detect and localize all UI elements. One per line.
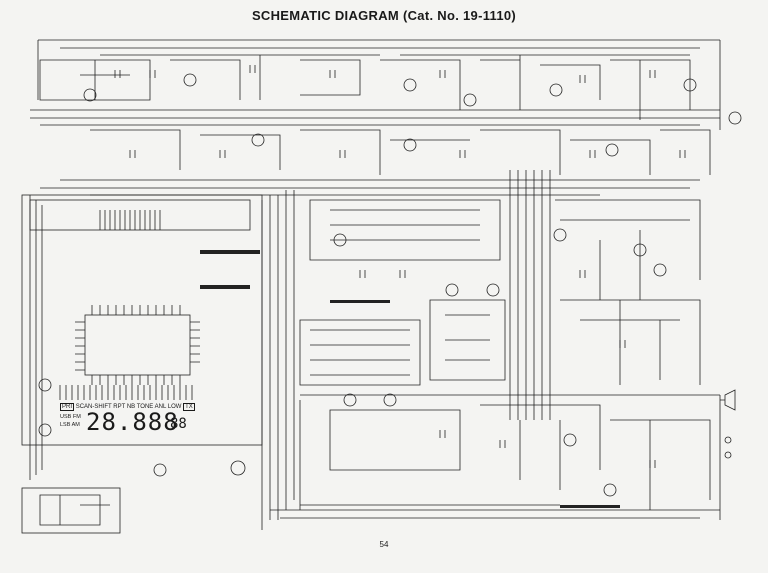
lcd-indicator-tone: TONE: [136, 404, 154, 410]
lcd-indicator-rpt: RPT: [113, 404, 126, 410]
lcd-indicator-low: LOW: [167, 404, 182, 410]
lcd-indicator-scan-shift: SCAN-SHIFT: [75, 404, 112, 410]
lcd-channel: 88: [170, 416, 187, 432]
page-title: SCHEMATIC DIAGRAM (Cat. No. 19-1110): [251, 8, 517, 23]
lcd-mode-am: AM: [71, 422, 80, 428]
lcd-mode-fm: FM: [72, 414, 81, 420]
lcd-mode-lsb: LSB: [60, 422, 71, 428]
lcd-mode-row-2: LSB AM: [60, 422, 80, 428]
lcd-indicator-tx: TX: [183, 403, 195, 411]
lcd-mode-row-1: USB FM: [60, 414, 81, 420]
page-number: 54: [379, 540, 389, 549]
lcd-frequency: 28.888: [86, 408, 179, 436]
lcd-indicator-row: PRI SCAN-SHIFT RPT NB TONE ANL LOW TX: [60, 403, 195, 411]
lcd-display: PRI SCAN-SHIFT RPT NB TONE ANL LOW TX US…: [60, 403, 200, 438]
lcd-indicator-nb: NB: [126, 404, 136, 410]
lcd-mode-usb: USB: [60, 414, 72, 420]
lcd-indicator-anl: ANL: [154, 404, 167, 410]
lcd-indicator-pri: PRI: [60, 403, 75, 411]
